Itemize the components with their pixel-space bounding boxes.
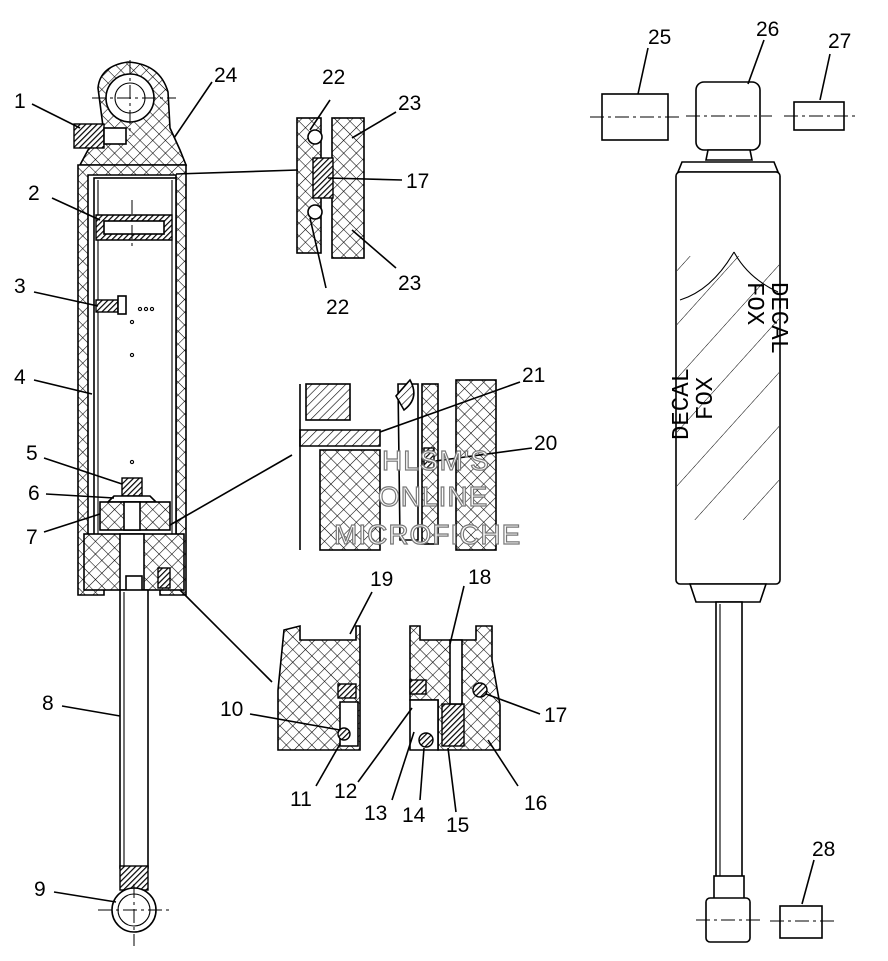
callout-27: 27 [828, 30, 851, 53]
shock-exterior: FOX DECAL FOX DECAL [590, 81, 856, 943]
shock-shaft [119, 589, 149, 869]
callout-4: 4 [14, 366, 26, 389]
callout-13: 13 [364, 802, 387, 825]
callout-26: 26 [756, 18, 779, 41]
callout-18: 18 [468, 566, 491, 589]
callout-3: 3 [14, 275, 26, 298]
callout-16: 16 [524, 792, 547, 815]
exterior-bushing-28 [779, 905, 823, 939]
callout-10: 10 [220, 698, 243, 721]
callout-5: 5 [26, 442, 38, 465]
callout-23-top: 23 [398, 92, 421, 115]
watermark-line-3: MICROFICHE [334, 519, 521, 550]
decal-label-1: FOX [740, 282, 767, 325]
valve-cap [103, 127, 127, 145]
watermark-line-2: ONLINE [378, 481, 488, 512]
rod-seal [157, 567, 171, 589]
detail-piston-seal [175, 117, 365, 259]
callout-6: 6 [28, 482, 40, 505]
detail-seal-head [179, 589, 501, 751]
callout-28: 28 [812, 838, 835, 861]
piston-nut [121, 477, 143, 497]
bleed-port [95, 299, 119, 313]
callout-2: 2 [28, 182, 40, 205]
callout-20: 20 [534, 432, 557, 455]
decal [677, 256, 779, 520]
watermark: HLSM'S ONLINE MICROFICHE [333, 444, 521, 550]
callout-19: 19 [370, 568, 393, 591]
exterior-cap [676, 161, 780, 173]
callout-11: 11 [290, 788, 312, 811]
callout-7: 7 [26, 526, 38, 549]
callout-1: 1 [14, 90, 26, 113]
piston-shim-stack [106, 495, 158, 503]
decal-label-4: DECAL [669, 368, 696, 440]
decal-label-2: DECAL [764, 282, 791, 354]
callout-15: 15 [446, 814, 469, 837]
decal-label-3: FOX [693, 377, 720, 420]
callout-24: 24 [214, 64, 238, 87]
callout-12: 12 [334, 780, 357, 803]
detail-piston-edge [169, 378, 497, 551]
callout-22-top: 22 [322, 66, 345, 89]
callout-22-bottom: 22 [326, 296, 349, 319]
callout-21: 21 [522, 364, 545, 387]
callout-14: 14 [402, 804, 426, 827]
watermark-line-1: HLSM'S [382, 445, 490, 476]
callout-9: 9 [34, 878, 46, 901]
callout-leaders [31, 39, 831, 905]
callout-23-bottom: 23 [398, 272, 421, 295]
callout-8: 8 [42, 692, 54, 715]
callout-25: 25 [648, 26, 671, 49]
callout-17-lower: 17 [544, 704, 567, 727]
callout-numbers: 1 2 3 4 5 6 7 8 9 10 11 12 13 14 15 16 1… [14, 18, 851, 901]
shock-cutaway [73, 60, 188, 946]
callout-17-upper: 17 [406, 170, 429, 193]
